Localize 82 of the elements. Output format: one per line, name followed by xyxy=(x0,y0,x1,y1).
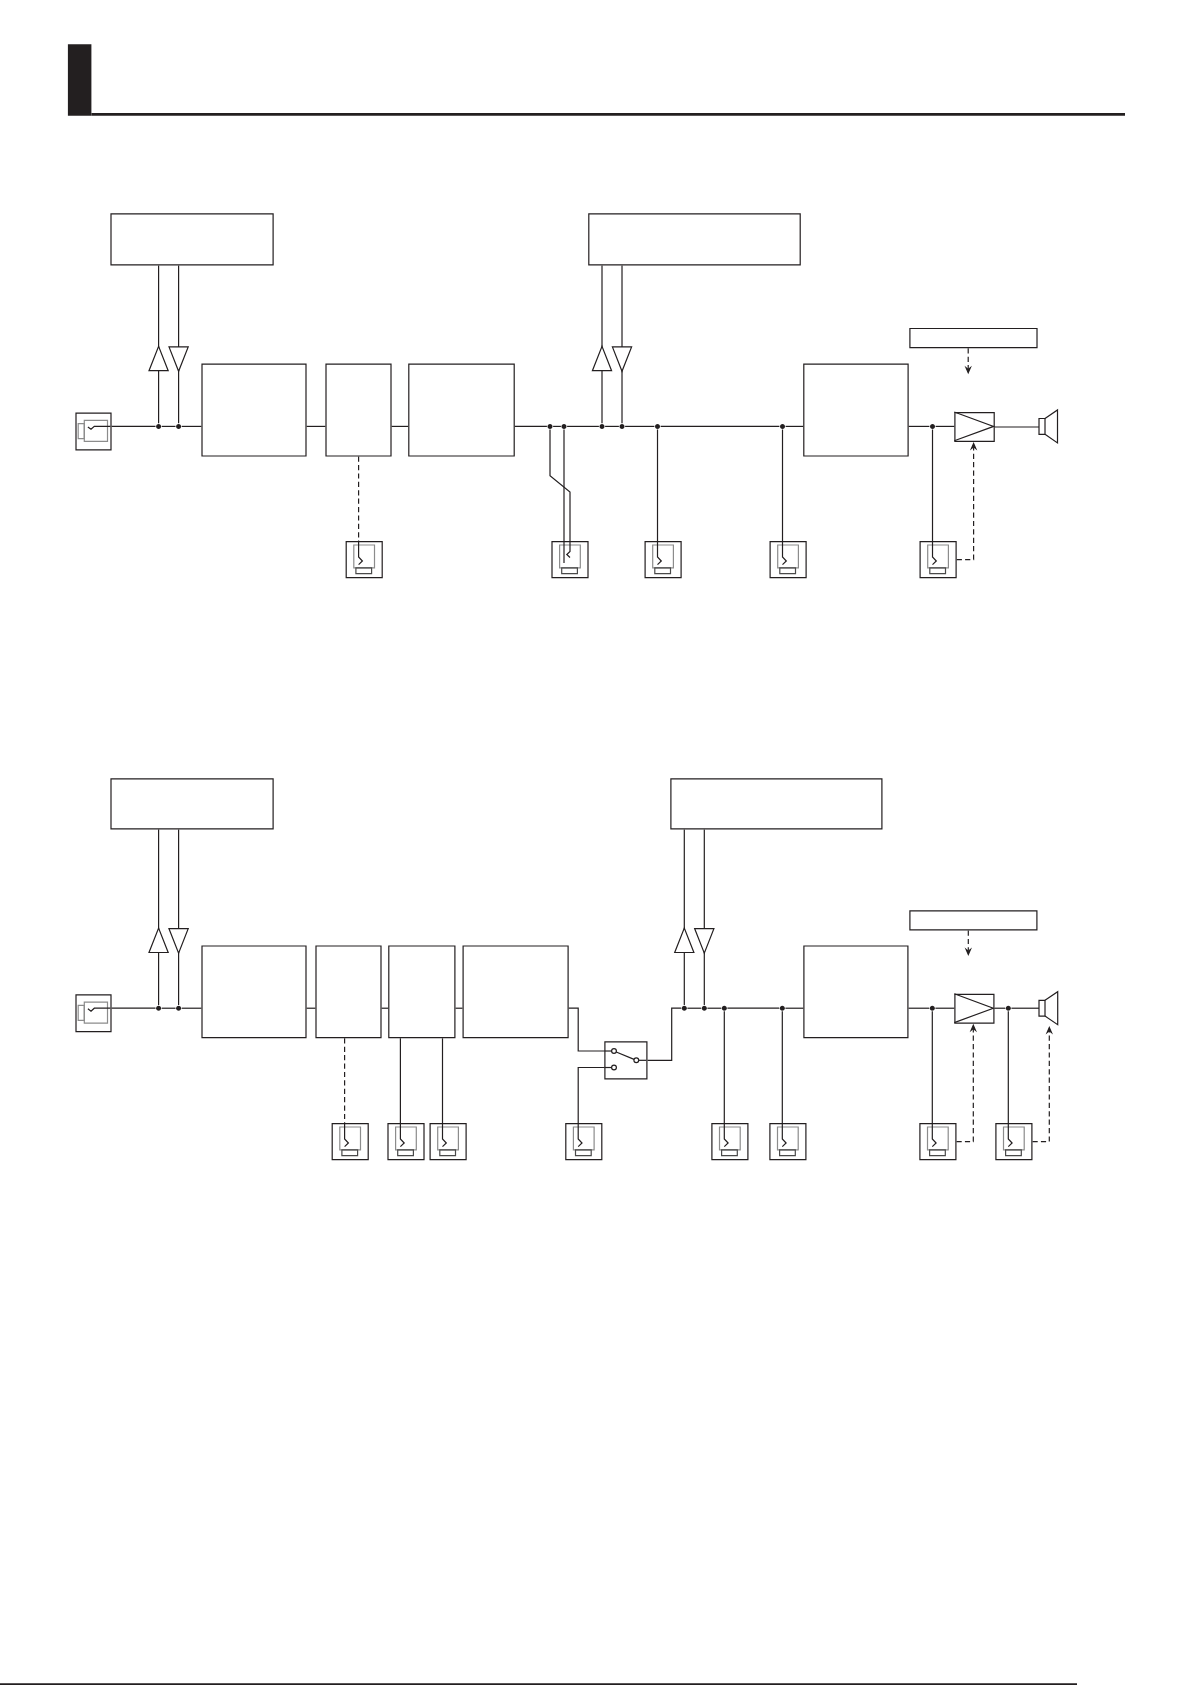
connecting-line xyxy=(552,425,562,427)
connecting-line xyxy=(706,1007,722,1009)
process-box xyxy=(201,945,307,1039)
process-box xyxy=(909,910,1038,931)
buffer-arrow xyxy=(611,264,633,424)
connecting-line xyxy=(624,425,655,427)
jack-socket xyxy=(345,540,383,579)
process-box xyxy=(388,945,456,1039)
jack-socket xyxy=(644,540,682,579)
jack-socket xyxy=(919,540,957,579)
connecting-line xyxy=(566,425,600,427)
dashed-line xyxy=(344,1037,346,1124)
connecting-line xyxy=(660,425,780,427)
jack-socket xyxy=(565,1122,603,1161)
connecting-line xyxy=(563,428,565,542)
connecting-line xyxy=(306,425,326,427)
process-box xyxy=(588,213,801,266)
jack-socket xyxy=(769,1122,807,1161)
connecting-line xyxy=(399,1037,401,1124)
connecting-line xyxy=(781,1010,783,1124)
process-box xyxy=(201,363,307,457)
connecting-line xyxy=(604,425,620,427)
connecting-line xyxy=(646,1007,682,1061)
connecting-line xyxy=(1007,1010,1009,1124)
process-box xyxy=(325,363,392,457)
speaker-icon xyxy=(1038,408,1059,445)
connecting-line xyxy=(781,428,784,542)
connecting-line xyxy=(391,425,409,427)
buffer-arrow xyxy=(591,264,613,424)
process-box xyxy=(670,778,883,830)
connecting-line xyxy=(785,425,804,427)
process-box xyxy=(909,327,1038,349)
connecting-line xyxy=(568,1007,605,1052)
connecting-line xyxy=(935,425,955,427)
connecting-line xyxy=(161,1007,177,1009)
amplifier-symbol xyxy=(953,993,996,1024)
connecting-line xyxy=(549,428,571,542)
jack-socket xyxy=(387,1122,425,1161)
jack-socket xyxy=(75,994,112,1033)
connecting-line xyxy=(181,1007,202,1009)
process-box xyxy=(408,363,515,457)
switch-symbol xyxy=(603,1041,648,1080)
connecting-line xyxy=(306,1007,316,1009)
dashed-line xyxy=(358,456,360,542)
connecting-line xyxy=(908,425,930,427)
jack-socket xyxy=(769,540,807,579)
process-box xyxy=(110,213,274,266)
connecting-line xyxy=(993,1007,1006,1009)
connecting-line xyxy=(181,425,202,427)
connecting-line xyxy=(454,1007,464,1009)
connecting-line xyxy=(1010,1007,1040,1009)
speaker-icon xyxy=(1038,990,1059,1026)
connecting-line xyxy=(784,1007,804,1009)
jack-socket xyxy=(711,1122,749,1161)
process-box xyxy=(462,945,569,1039)
process-box xyxy=(803,945,909,1039)
connecting-line xyxy=(726,1007,780,1009)
connecting-line xyxy=(931,1010,933,1124)
connecting-line xyxy=(907,1007,930,1009)
process-box xyxy=(803,363,909,457)
jack-socket xyxy=(331,1122,369,1161)
connecting-line xyxy=(161,425,177,427)
connecting-line xyxy=(381,1007,389,1009)
process-box xyxy=(315,945,382,1039)
connecting-line xyxy=(934,1007,955,1009)
jack-socket xyxy=(995,1122,1033,1161)
connecting-line xyxy=(994,426,1040,428)
jack-socket xyxy=(75,412,112,451)
connecting-line xyxy=(686,1007,702,1009)
jack-socket xyxy=(919,1122,957,1161)
jack-socket xyxy=(429,1122,467,1161)
connecting-line xyxy=(514,425,548,427)
connecting-line xyxy=(656,428,659,542)
amplifier-symbol xyxy=(953,411,996,442)
jack-socket xyxy=(551,540,589,579)
connecting-line xyxy=(441,1037,444,1124)
connecting-line xyxy=(111,425,157,427)
process-box xyxy=(110,778,274,830)
connecting-line xyxy=(111,1007,157,1009)
connecting-line xyxy=(577,1066,605,1124)
connecting-line xyxy=(723,1010,725,1124)
connecting-line xyxy=(931,428,934,542)
